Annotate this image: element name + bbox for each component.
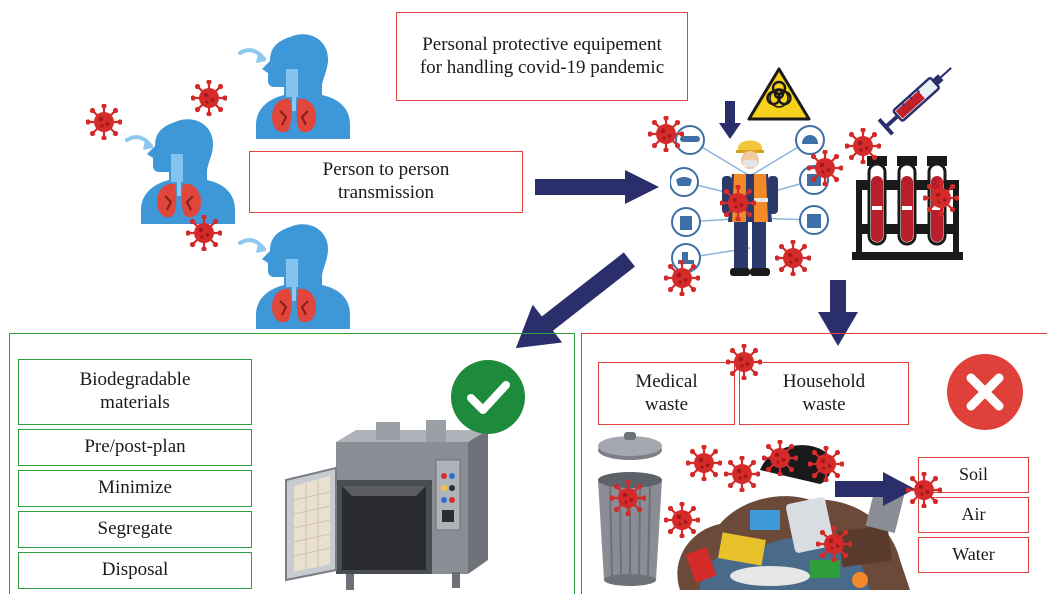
waste-panel bbox=[581, 333, 1047, 594]
arrow-right-icon bbox=[835, 472, 915, 506]
person-breathing-icon bbox=[238, 32, 352, 141]
virus-icon bbox=[726, 344, 762, 380]
virus-icon bbox=[816, 526, 852, 562]
arrow-down-icon bbox=[818, 280, 858, 346]
cross-icon bbox=[947, 354, 1023, 430]
virus-icon bbox=[86, 104, 122, 140]
arrow-right-icon bbox=[535, 170, 659, 204]
virus-icon bbox=[664, 260, 700, 296]
virus-icon bbox=[762, 440, 798, 476]
syringe-icon bbox=[877, 67, 952, 136]
practice-item: Disposal bbox=[18, 552, 252, 589]
transmission-box: Person to person transmission bbox=[249, 151, 523, 213]
virus-icon bbox=[906, 472, 942, 508]
virus-icon bbox=[807, 150, 843, 186]
practice-item: Segregate bbox=[18, 511, 252, 548]
practice-item: Biodegradable materials bbox=[18, 359, 252, 425]
virus-icon bbox=[923, 180, 959, 216]
virus-icon bbox=[664, 502, 700, 538]
ppe-box: Personal protective equipement for handl… bbox=[396, 12, 688, 101]
env-item: Soil bbox=[918, 457, 1029, 493]
good-practices-panel bbox=[9, 333, 575, 594]
virus-icon bbox=[191, 80, 227, 116]
incinerator-icon bbox=[285, 420, 488, 590]
person-breathing-icon bbox=[125, 117, 235, 226]
virus-icon bbox=[610, 480, 646, 516]
virus-icon bbox=[845, 128, 881, 164]
household-waste-box: Household waste bbox=[739, 362, 909, 425]
virus-icon bbox=[720, 185, 756, 221]
practice-item: Minimize bbox=[18, 470, 252, 507]
blood-tubes-icon bbox=[852, 156, 963, 260]
medical-waste-box: Medical waste bbox=[598, 362, 735, 425]
trash-can-icon bbox=[598, 432, 662, 586]
transmission-label: Person to person transmission bbox=[322, 159, 450, 203]
virus-icon bbox=[186, 215, 222, 251]
check-icon bbox=[451, 360, 525, 434]
person-breathing-icon bbox=[238, 222, 352, 331]
virus-icon bbox=[724, 456, 760, 492]
ppe-label: Personal protective equipement for handl… bbox=[419, 33, 665, 78]
practice-item: Pre/post-plan bbox=[18, 429, 252, 466]
arrow-diagonal-icon bbox=[515, 252, 635, 349]
arrow-down-icon bbox=[719, 101, 741, 139]
virus-icon bbox=[686, 445, 722, 481]
biohazard-icon bbox=[747, 67, 811, 121]
virus-icon bbox=[775, 240, 811, 276]
virus-icon bbox=[648, 116, 684, 152]
env-item: Water bbox=[918, 537, 1029, 573]
